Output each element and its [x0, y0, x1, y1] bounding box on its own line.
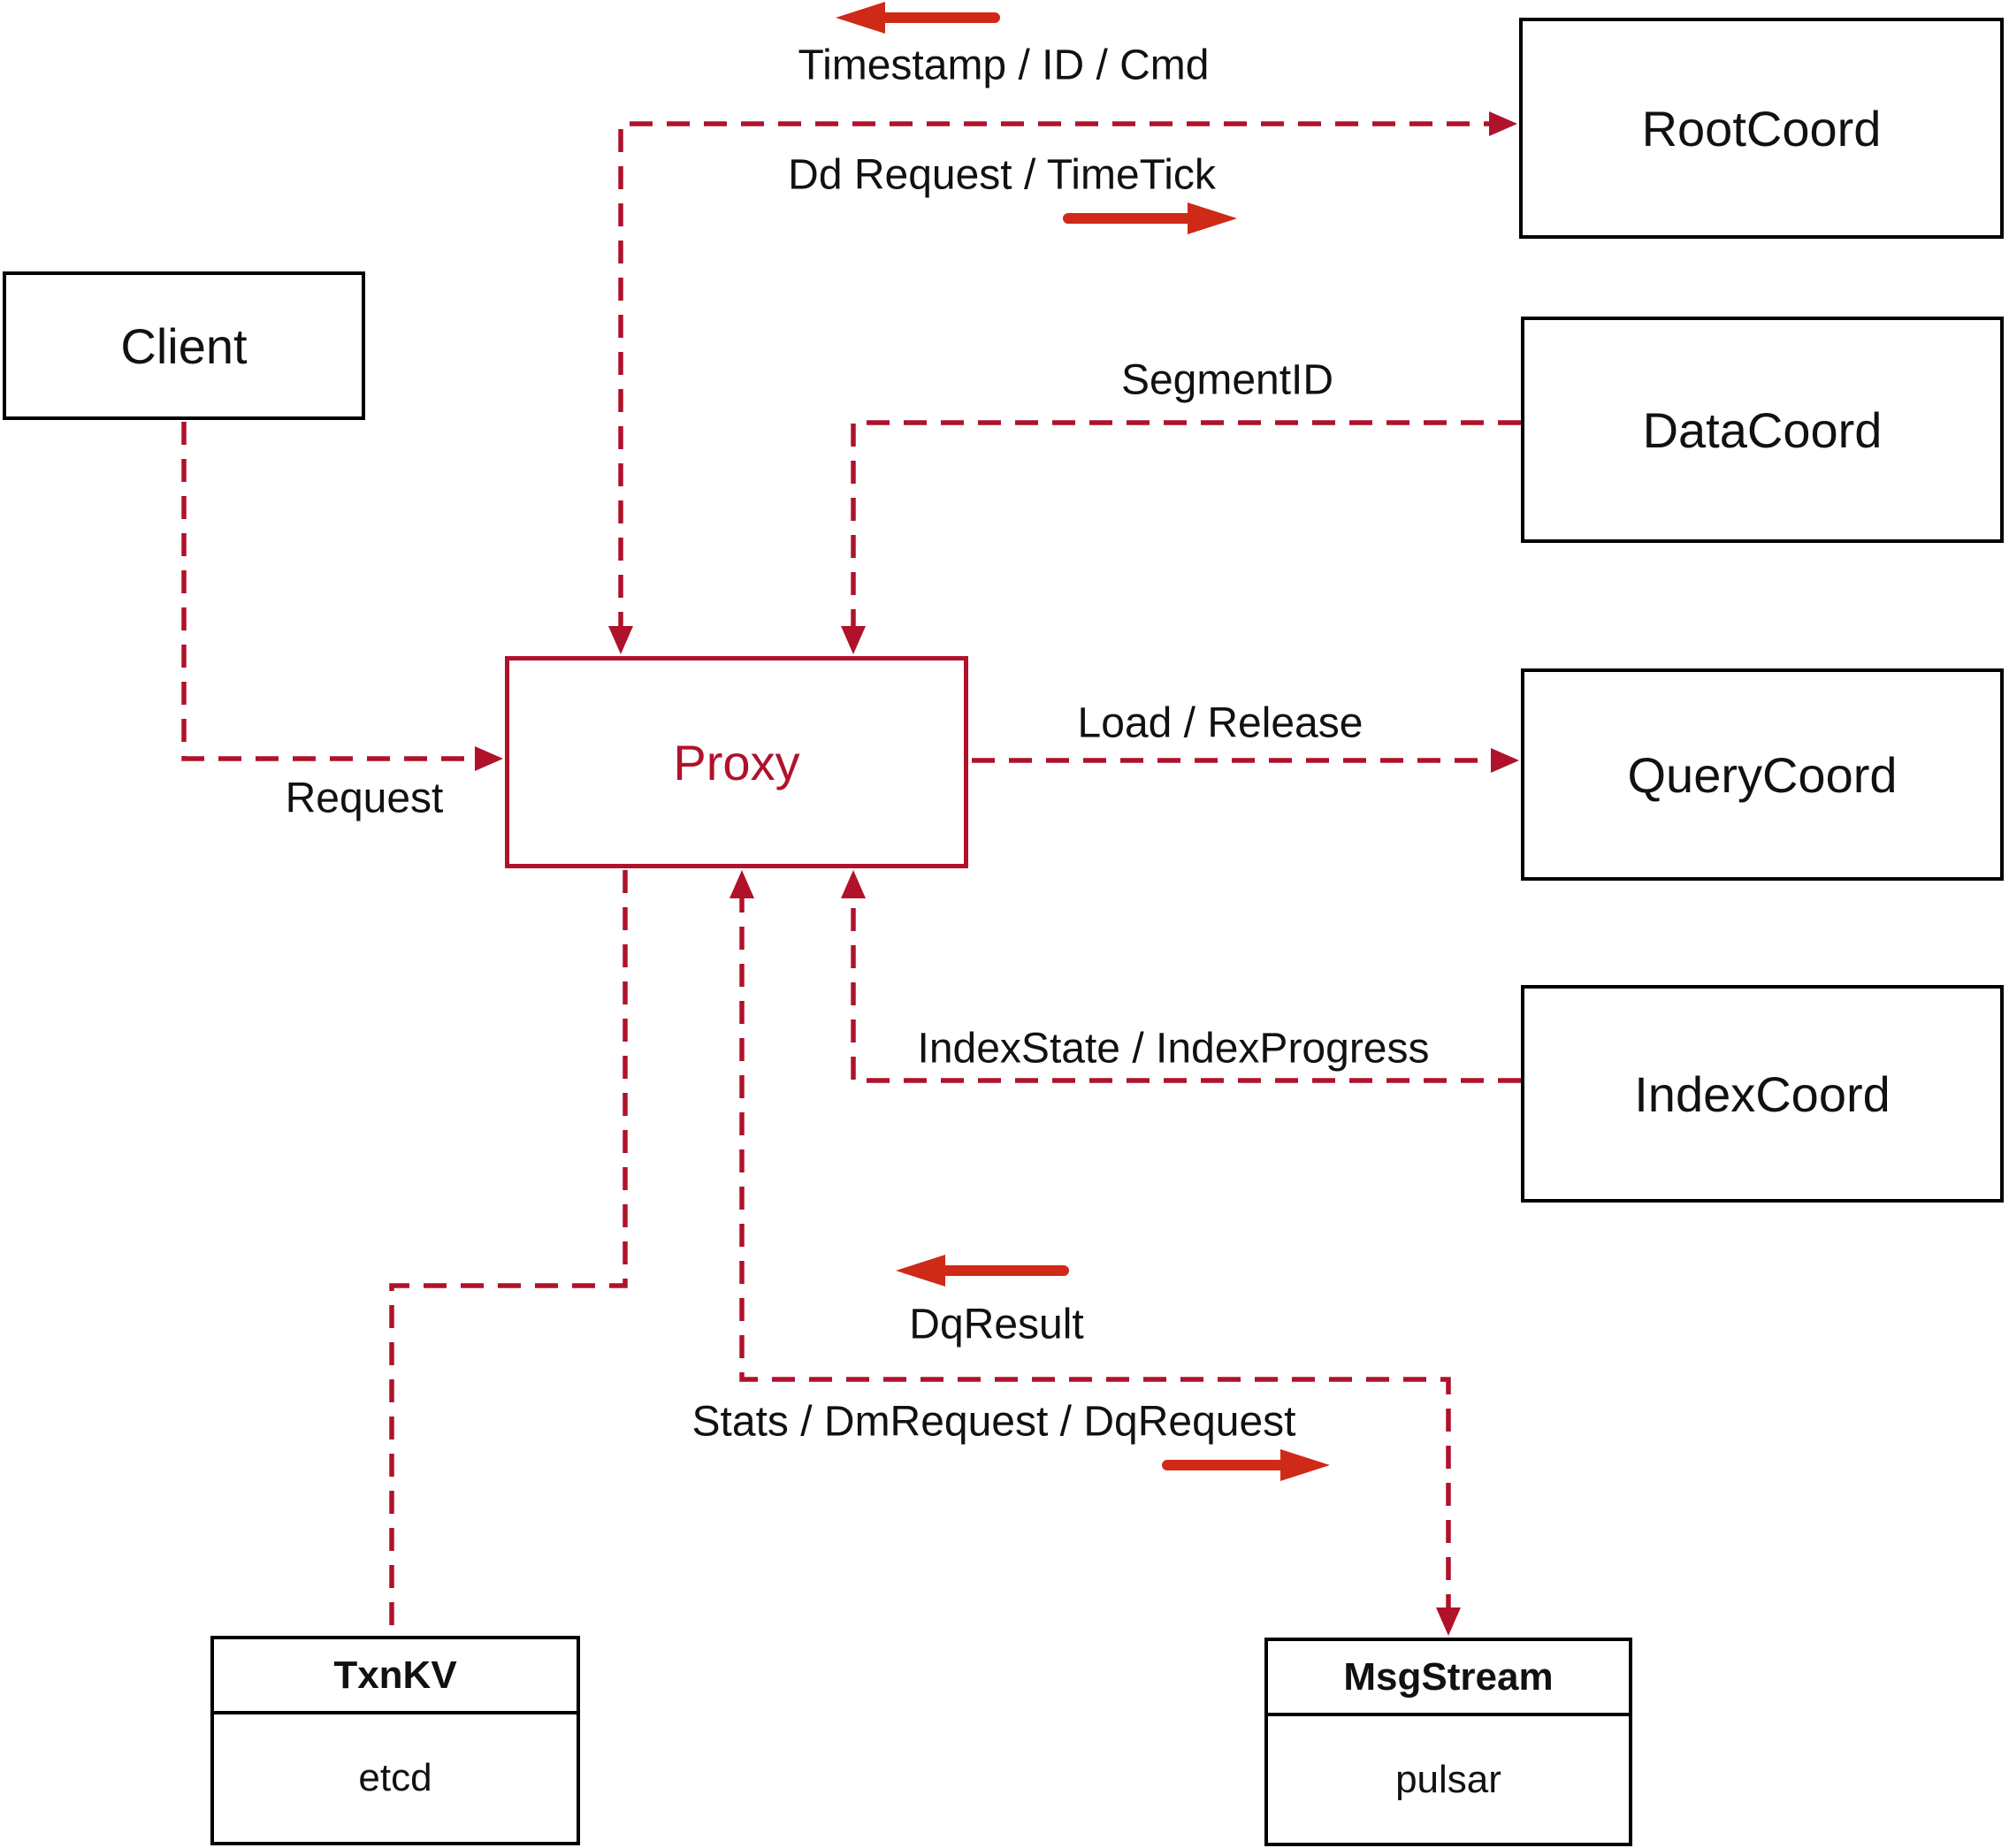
node-indexcoord-label: IndexCoord [1634, 1065, 1891, 1122]
edge-label-load-release: Load / Release [1077, 699, 1364, 747]
edge-label-dq-result: DqResult [909, 1301, 1084, 1348]
edge-label-segment-id: SegmentID [1120, 356, 1334, 404]
node-rootcoord: RootCoord [1519, 18, 2004, 239]
node-txnkv-title: TxnKV [214, 1639, 577, 1714]
node-msgstream-title: MsgStream [1268, 1641, 1629, 1716]
node-indexcoord: IndexCoord [1521, 985, 2004, 1203]
node-client: Client [3, 271, 365, 420]
node-datacoord-label: DataCoord [1642, 401, 1883, 458]
edge-label-stats: Stats / DmRequest / DqRequest [691, 1398, 1296, 1446]
arrowhead-into-proxy-top-left [608, 626, 633, 654]
arrowhead-into-proxy-bottom-right [841, 870, 866, 898]
direction-arrow-left-dqresult [896, 1255, 1069, 1287]
edge-label-index-state: IndexState / IndexProgress [917, 1025, 1430, 1073]
node-querycoord: QueryCoord [1521, 668, 2004, 881]
direction-arrow-right-ddrequest [1063, 202, 1237, 234]
edge-proxy-rootcoord [618, 121, 1501, 635]
node-txnkv-impl: etcd [358, 1756, 432, 1799]
edge-proxy-msgstream [739, 890, 1451, 1616]
edge-indexcoord-to-proxy [851, 890, 1521, 1083]
node-txnkv: TxnKV etcd [210, 1636, 580, 1845]
arrowhead-into-proxy-bottom-left [730, 870, 754, 898]
node-proxy: Proxy [505, 656, 968, 868]
node-msgstream: MsgStream pulsar [1264, 1638, 1632, 1846]
node-msgstream-impl: pulsar [1395, 1757, 1501, 1801]
edge-label-timestamp: Timestamp / ID / Cmd [798, 42, 1210, 89]
node-datacoord: DataCoord [1521, 317, 2004, 543]
arrowhead-into-msgstream [1436, 1607, 1461, 1636]
edge-label-dd-request: Dd Request / TimeTick [788, 151, 1216, 199]
node-client-label: Client [120, 317, 248, 374]
arrowhead-into-querycoord [1491, 748, 1519, 773]
node-querycoord-label: QueryCoord [1627, 746, 1898, 803]
edge-datacoord-to-proxy [851, 420, 1521, 635]
arrowhead-into-proxy-top-right [841, 626, 866, 654]
arrowhead-into-proxy-left [475, 746, 503, 771]
edge-proxy-to-txnkv [389, 870, 628, 1634]
arrowhead-into-rootcoord [1489, 111, 1517, 136]
edge-label-request: Request [285, 775, 444, 822]
node-rootcoord-label: RootCoord [1641, 100, 1882, 157]
direction-arrow-right-stats [1162, 1449, 1330, 1481]
direction-arrow-left-timestamp [836, 2, 1000, 34]
edge-client-to-proxy [181, 422, 486, 761]
node-proxy-label: Proxy [673, 734, 800, 790]
